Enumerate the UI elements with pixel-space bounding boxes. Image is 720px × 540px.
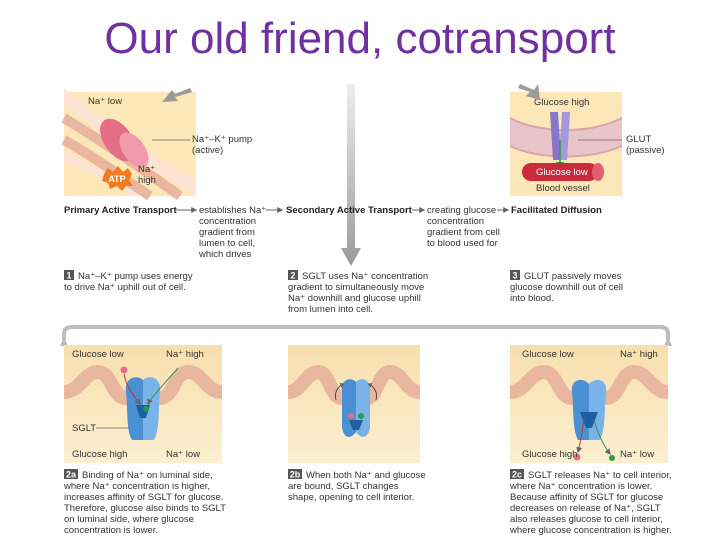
p3-glucose-high-label: Glucose high <box>522 449 577 460</box>
svg-text:shape, opening to cell interio: shape, opening to cell interior. <box>288 492 414 503</box>
svg-text:where Na⁺ concentration is low: where Na⁺ concentration is lower. <box>509 481 652 492</box>
p1-na-low-label: Na⁺ low <box>166 449 200 460</box>
na-high-label-2: high <box>138 175 156 186</box>
molecules-2b <box>335 382 377 419</box>
atp-badge: ATP <box>102 166 133 191</box>
p3-na-high-label: Na⁺ high <box>620 349 658 360</box>
svg-text:are bound, SGLT changes: are bound, SGLT changes <box>288 481 399 492</box>
svg-text:3: 3 <box>512 271 517 281</box>
glut-label-2: (passive) <box>626 145 665 156</box>
na-high-label-1: Na⁺ <box>138 164 155 175</box>
top-right-arrow <box>518 84 540 100</box>
glucose-low-label: Glucose low <box>536 167 588 178</box>
p1-glucose-low-label: Glucose low <box>72 349 124 360</box>
svg-text:2b: 2b <box>290 470 301 480</box>
svg-text:where glucose concentration is: where glucose concentration is higher. <box>509 525 672 536</box>
sglt-label: SGLT <box>72 423 96 434</box>
svg-text:to blood used for: to blood used for <box>427 238 498 249</box>
svg-text:gradient to simultaneously mov: gradient to simultaneously move <box>288 282 424 293</box>
slide-title: Our old friend, cotransport <box>104 14 616 63</box>
svg-text:concentration is lower.: concentration is lower. <box>64 525 158 536</box>
svg-text:from lumen into cell.: from lumen into cell. <box>288 304 373 315</box>
svg-text:GLUT passively moves: GLUT passively moves <box>524 271 622 282</box>
svg-text:lumen to cell,: lumen to cell, <box>199 238 255 249</box>
svg-text:gradient from: gradient from <box>199 227 255 238</box>
svg-text:where Na⁺ concentration is hig: where Na⁺ concentration is higher, <box>63 481 210 492</box>
caption-2b: 2b When both Na⁺ and glucose are bound, … <box>288 469 426 503</box>
svg-text:gradient from cell: gradient from cell <box>427 227 500 238</box>
glucose-high-label: Glucose high <box>534 97 589 108</box>
na-k-pump-protein <box>100 118 149 168</box>
na-low-label: Na⁺ low <box>88 96 122 107</box>
svg-text:Na⁺ downhill and glucose uphil: Na⁺ downhill and glucose uphill <box>288 293 421 304</box>
primary-active-transport: Primary Active Transport <box>64 205 177 216</box>
svg-text:establishes Na⁺: establishes Na⁺ <box>199 205 266 216</box>
svg-text:Therefore, glucose also binds: Therefore, glucose also binds to SGLT <box>64 503 226 514</box>
svg-text:Because affinity of SGLT for g: Because affinity of SGLT for glucose <box>510 492 663 503</box>
sglt-protein-2a <box>125 377 161 440</box>
creating-text: creating glucose concentration gradient … <box>427 205 500 249</box>
svg-text:Na⁺–K⁺ pump uses energy: Na⁺–K⁺ pump uses energy <box>78 271 193 282</box>
svg-text:1: 1 <box>66 271 71 281</box>
atp-label: ATP <box>108 174 125 184</box>
svg-text:glucose downhill out of cell: glucose downhill out of cell <box>510 282 623 293</box>
step-1: 1 Na⁺–K⁺ pump uses energy to drive Na⁺ u… <box>64 270 193 293</box>
svg-text:2a: 2a <box>66 470 77 480</box>
secondary-active-transport: Secondary Active Transport <box>286 205 413 216</box>
establishes-text: establishes Na⁺ concentration gradient f… <box>198 205 266 260</box>
svg-text:decreases on release of Na⁺, S: decreases on release of Na⁺, SGLT <box>510 503 661 514</box>
svg-text:which drives: which drives <box>198 249 252 260</box>
caption-2c: 2c SGLT releases Na⁺ to cell interior, w… <box>509 469 672 536</box>
molecules-2a <box>120 366 179 412</box>
svg-text:also releases glucose to cell: also releases glucose to cell interior, <box>510 514 663 525</box>
p1-glucose-high-label: Glucose high <box>72 449 127 460</box>
svg-text:Binding of Na⁺ on luminal side: Binding of Na⁺ on luminal side, <box>82 470 213 481</box>
svg-text:increases affinity of SGLT for: increases affinity of SGLT for glucose. <box>64 492 223 503</box>
p3-glucose-low-label: Glucose low <box>522 349 574 360</box>
sglt-protein-2b <box>341 379 371 437</box>
svg-text:into blood.: into blood. <box>510 293 554 304</box>
blood-vessel-label: Blood vessel <box>536 183 590 194</box>
p3-na-low-label: Na⁺ low <box>620 449 654 460</box>
pump-label-2: (active) <box>192 145 223 156</box>
svg-text:creating glucose: creating glucose <box>427 205 496 216</box>
svg-text:concentration: concentration <box>199 216 256 227</box>
svg-text:SGLT uses Na⁺ concentration: SGLT uses Na⁺ concentration <box>302 271 428 282</box>
step-2: 2 SGLT uses Na⁺ concentration gradient t… <box>288 270 428 315</box>
center-down-arrow <box>341 84 361 266</box>
svg-text:concentration: concentration <box>427 216 484 227</box>
svg-text:on luminal side, where glucose: on luminal side, where glucose <box>64 514 194 525</box>
molecules-2c <box>573 419 615 461</box>
svg-text:2c: 2c <box>512 470 522 480</box>
pump-label-1: Na⁺–K⁺ pump <box>192 134 252 145</box>
step-3: 3 GLUT passively moves glucose downhill … <box>510 270 623 304</box>
svg-text:2: 2 <box>290 271 295 281</box>
facilitated-diffusion: Facilitated Diffusion <box>511 205 602 216</box>
p1-na-high-label: Na⁺ high <box>166 349 204 360</box>
glut-label-1: GLUT <box>626 134 652 145</box>
caption-2a: 2a Binding of Na⁺ on luminal side, where… <box>63 469 226 536</box>
blood-vessel <box>522 163 604 181</box>
bracket <box>62 325 670 340</box>
top-left-arrow <box>162 88 192 102</box>
svg-text:When both Na⁺ and glucose: When both Na⁺ and glucose <box>306 470 426 481</box>
sglt-protein-2c <box>571 379 607 440</box>
svg-text:to drive Na⁺ uphill out of cel: to drive Na⁺ uphill out of cell. <box>64 282 186 293</box>
svg-text:SGLT releases Na⁺ to cell inte: SGLT releases Na⁺ to cell interior, <box>528 470 672 481</box>
